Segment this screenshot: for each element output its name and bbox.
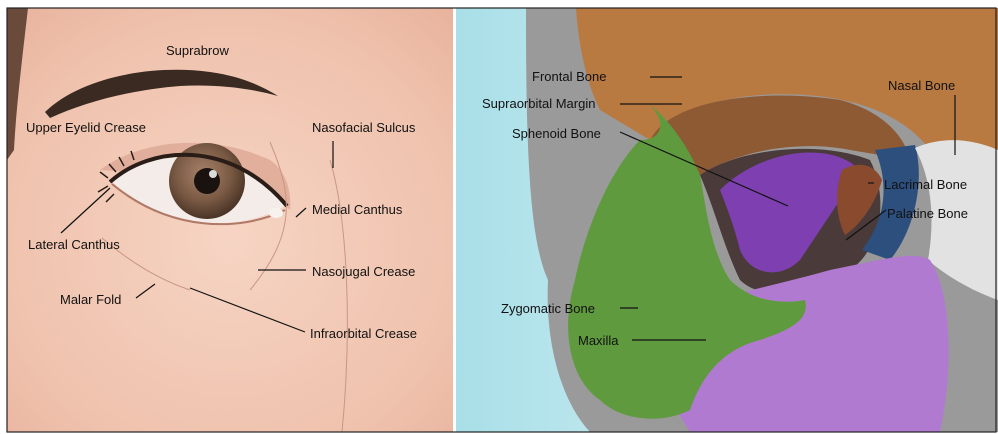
left-panel-face: Suprabrow Upper Eyelid Crease Nasofacial… [7,8,453,432]
label-nasal-bone: Nasal Bone [888,78,955,93]
panel-divider [453,8,456,432]
label-lacrimal-bone: Lacrimal Bone [884,177,967,192]
label-nasofacial-sulcus: Nasofacial Sulcus [312,120,416,135]
label-lateral-canthus: Lateral Canthus [28,237,120,252]
label-suprabrow: Suprabrow [166,43,229,58]
label-maxilla: Maxilla [578,333,619,348]
eye-highlight [209,170,217,178]
label-frontal-bone: Frontal Bone [532,69,606,84]
label-upper-eyelid-crease: Upper Eyelid Crease [26,120,146,135]
label-palatine-bone: Palatine Bone [887,206,968,221]
caruncle [269,208,283,218]
label-medial-canthus: Medial Canthus [312,202,403,217]
label-supraorbital-margin: Supraorbital Margin [482,96,595,111]
right-panel-skull: Frontal Bone Supraorbital Margin Sphenoi… [456,8,998,432]
label-nasojugal-crease: Nasojugal Crease [312,264,415,279]
label-sphenoid-bone: Sphenoid Bone [512,126,601,141]
label-malar-fold: Malar Fold [60,292,121,307]
label-zygomatic-bone: Zygomatic Bone [501,301,595,316]
label-infraorbital-crease: Infraorbital Crease [310,326,417,341]
